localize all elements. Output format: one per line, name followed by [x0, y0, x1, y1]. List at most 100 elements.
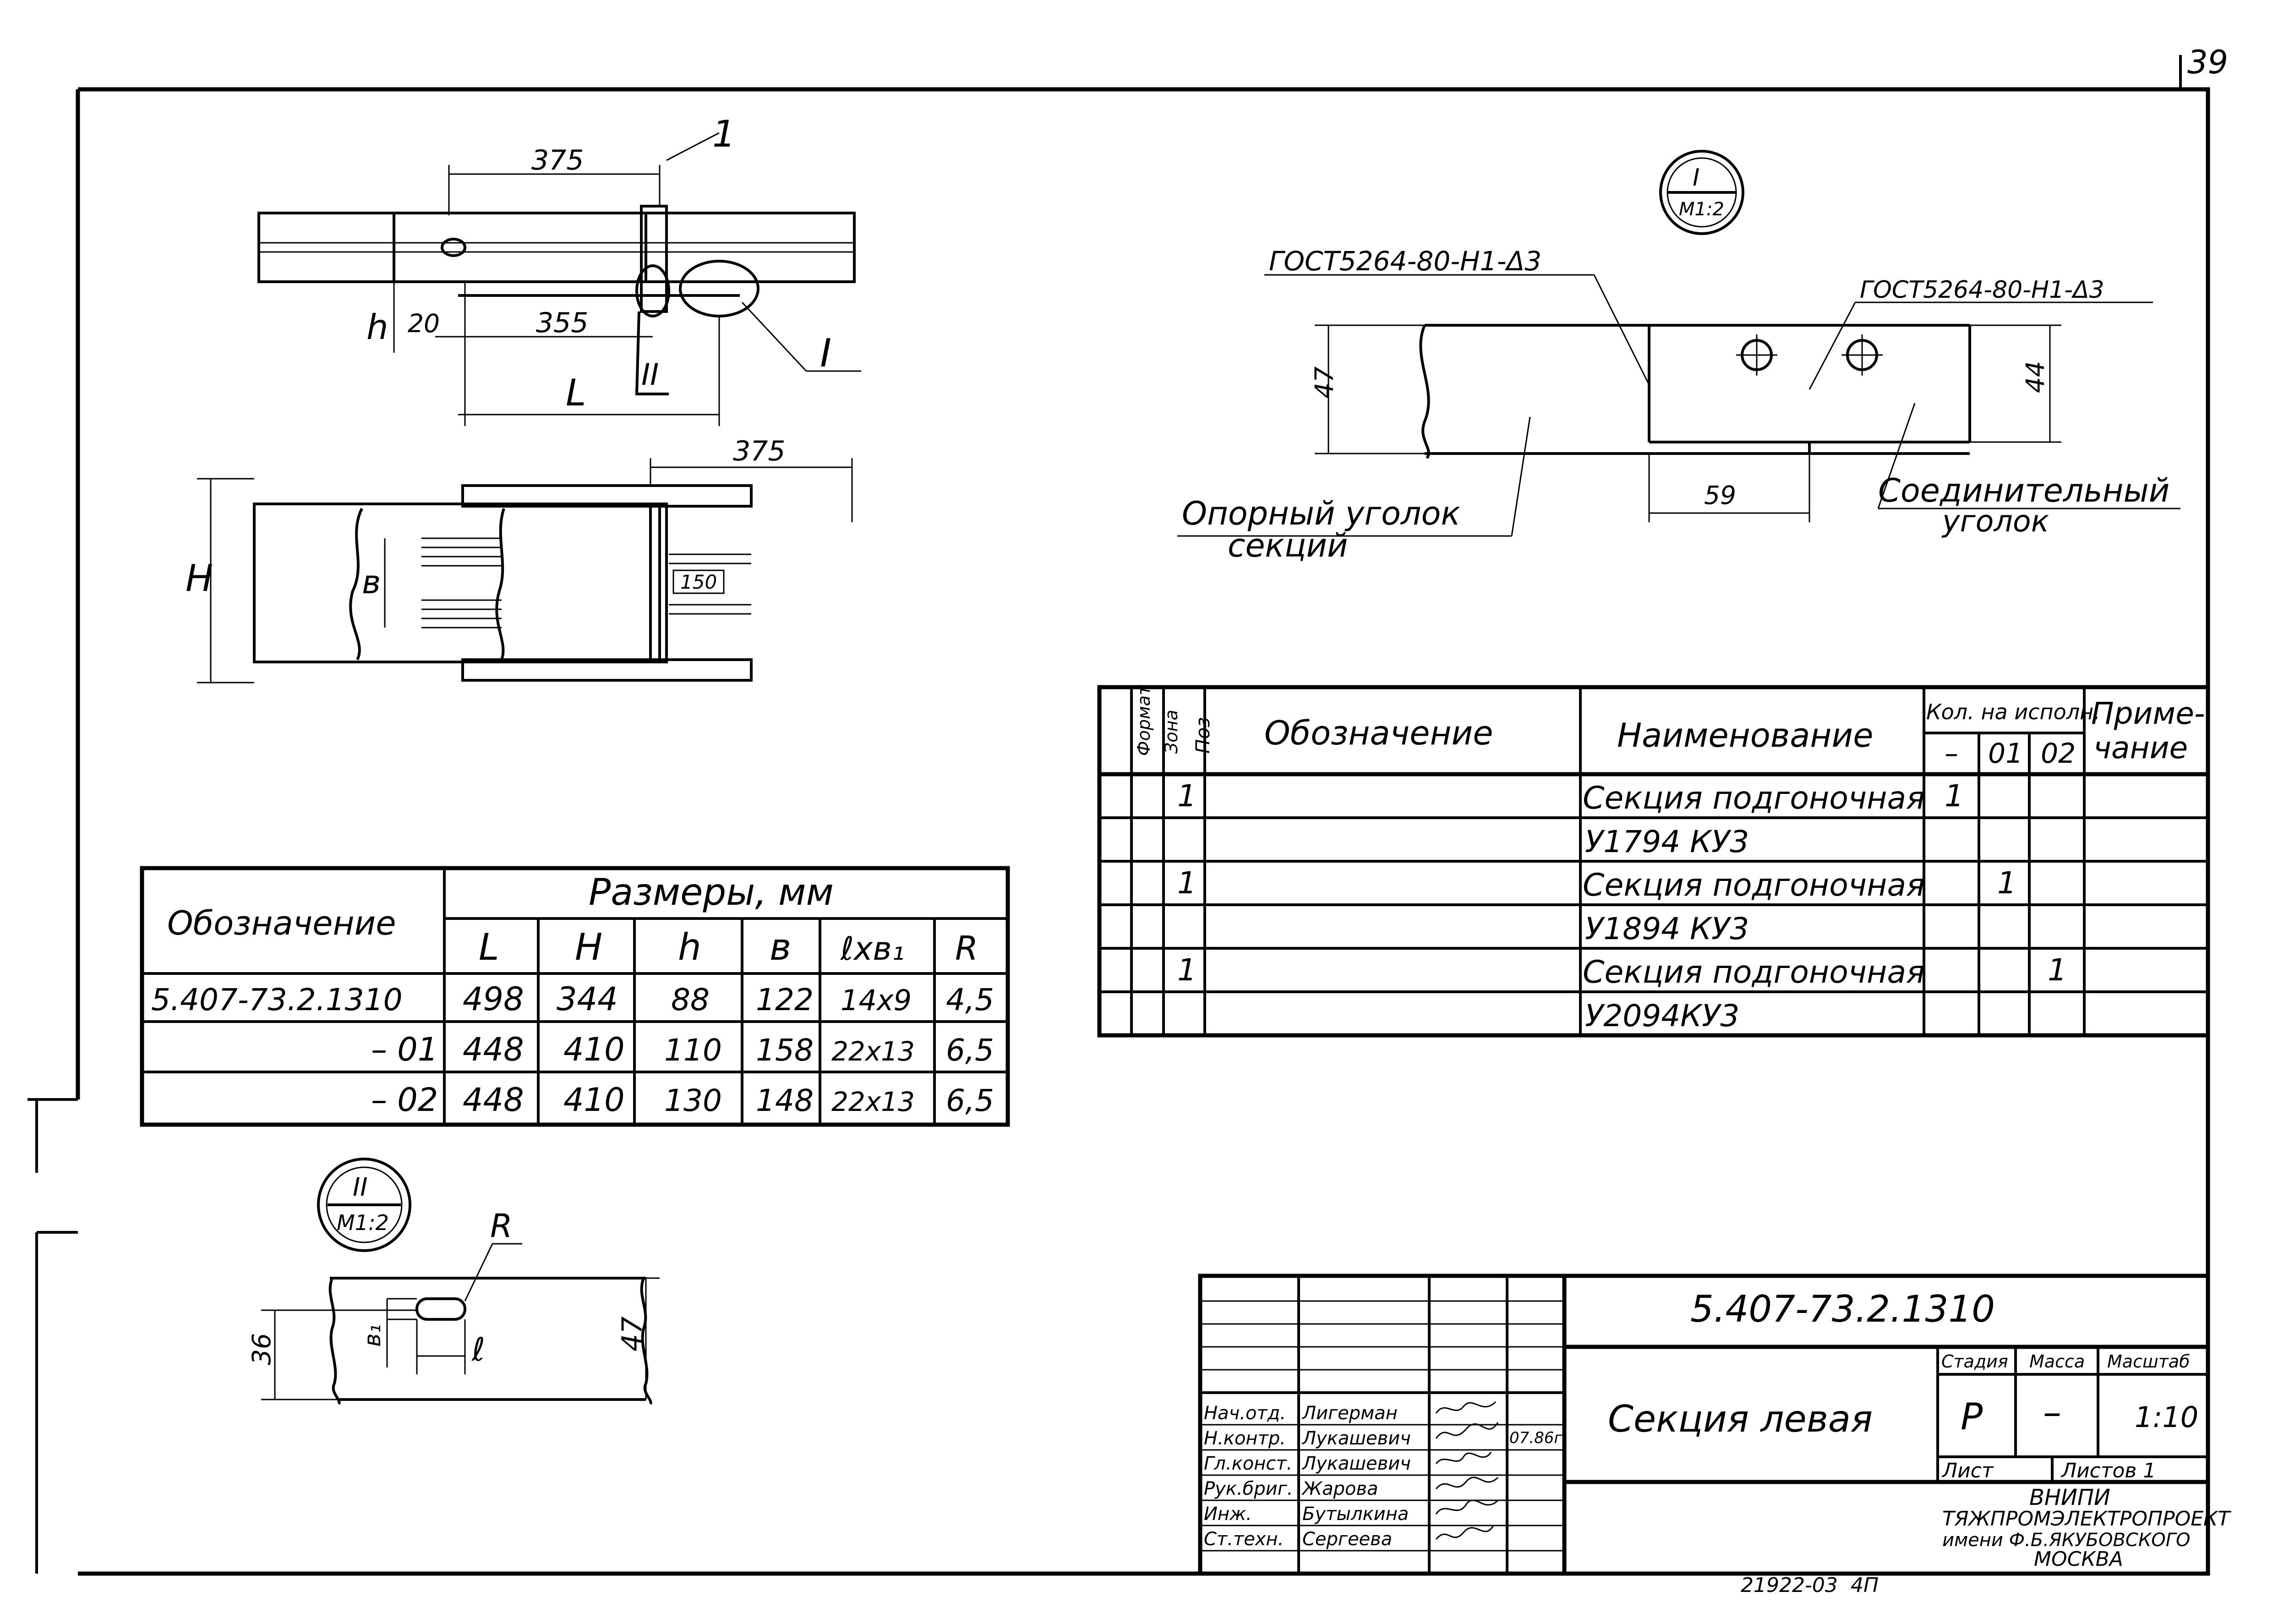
spec-h-qty: Кол. на исполн.	[1926, 700, 2100, 724]
title-block	[1198, 1274, 2210, 1576]
spec-h-note-2: чание	[2093, 730, 2188, 766]
spec-row-1-pos: 1	[1177, 865, 1197, 901]
dims-col-H: H	[575, 926, 602, 968]
tb-stage-value: Р	[1961, 1395, 1983, 1438]
tb-role-4: Инж.	[1204, 1504, 1252, 1525]
tb-role-0: Нач.отд.	[1204, 1403, 1286, 1424]
dims-row-1-R: 6,5	[946, 1033, 994, 1068]
spec-row-0-pos: 1	[1177, 778, 1197, 814]
spec-h-qty-2: 02	[2041, 738, 2076, 770]
front-dim-b: в	[362, 563, 381, 601]
spec-row-2-name: Секция подгоночная	[1583, 954, 1925, 990]
tb-name-5: Сергеева	[1302, 1529, 1392, 1550]
tb-sheet-label: Лист	[1941, 1459, 1994, 1482]
tb-org-1: ВНИПИ	[2029, 1485, 2110, 1510]
detail-II-dim-l: ℓ	[471, 1331, 485, 1368]
dims-col-R: R	[955, 929, 978, 968]
specification-table	[1097, 685, 2210, 1038]
dims-row-0-R: 4,5	[946, 982, 994, 1017]
dimensions-table	[140, 866, 1010, 1127]
spec-row-2-qty: 1	[2048, 952, 2067, 988]
spec-h-zone: Зона	[1161, 710, 1181, 754]
dims-row-2-lb1: 22x13	[831, 1086, 915, 1117]
top-dim-355: 355	[536, 307, 589, 339]
spec-h-pos: Поз	[1191, 717, 1214, 754]
tb-name-1: Лукашевич	[1301, 1428, 1411, 1449]
detail-II-view	[261, 1158, 660, 1405]
top-callout-1: 1	[712, 113, 736, 155]
detail-I-dim-47: 47	[1310, 366, 1339, 399]
spec-h-qty-1: 01	[1988, 738, 2023, 770]
tb-org-2: ТЯЖПРОМЭЛЕКТРОПРОЕКТ	[1942, 1507, 2231, 1531]
dims-row-1-L: 448	[463, 1031, 524, 1068]
dims-row-0-H: 344	[557, 980, 618, 1018]
top-dim-h: h	[366, 307, 388, 347]
spec-h-designation: Обозначение	[1264, 714, 1493, 752]
spec-row-2-pos: 1	[1177, 952, 1197, 988]
spec-h-format: Формат	[1134, 684, 1154, 756]
detail-I-scale: М1:2	[1679, 199, 1724, 220]
label-connect-angle-2: уголок	[1941, 504, 2049, 539]
top-callout-I: I	[820, 331, 831, 376]
tb-role-1: Н.контр.	[1204, 1428, 1286, 1449]
tb-name-2: Лукашевич	[1301, 1453, 1411, 1474]
dims-row-2-R: 6,5	[946, 1083, 994, 1118]
dims-row-0-h: 88	[671, 982, 710, 1017]
dims-row-2-h: 130	[664, 1083, 722, 1118]
tb-scale-label: Масштаб	[2107, 1351, 2190, 1372]
dims-col-L: L	[479, 926, 499, 968]
tb-sheets-label: Листов 1	[2060, 1459, 2156, 1482]
spec-h-qty-0: –	[1945, 738, 1958, 770]
detail-I-num: I	[1693, 164, 1699, 191]
detail-I-dim-44: 44	[2021, 361, 2050, 393]
front-dim-375: 375	[733, 435, 786, 467]
dims-row-1-lb1: 22x13	[831, 1036, 915, 1067]
bottom-suffix: 4П	[1851, 1574, 1879, 1597]
tb-org-3: имени Ф.Б.ЯКУБОВСКОГО	[1942, 1530, 2190, 1551]
front-dim-H: H	[186, 557, 213, 600]
top-dim-L: L	[566, 372, 586, 414]
tb-mass-value: –	[2043, 1391, 2061, 1433]
detail-II-dim-47: 47	[616, 1317, 648, 1351]
detail-II-dim-36: 36	[247, 1333, 276, 1365]
dims-row-2-designation: – 02	[371, 1081, 438, 1119]
top-view	[257, 132, 861, 426]
dims-row-0-L: 498	[463, 980, 524, 1018]
dims-header-designation: Обозначение	[167, 904, 396, 942]
signature-marks	[1435, 1401, 1499, 1540]
dims-header-sizes: Размеры, мм	[589, 871, 834, 913]
front-view	[197, 458, 853, 684]
label-support-angle-2: секций	[1228, 527, 1348, 564]
dims-row-2-H: 410	[563, 1081, 625, 1119]
front-dim-150: 150	[680, 571, 717, 593]
detail-II-dim-R: R	[490, 1207, 513, 1245]
dims-col-lb1: ℓxв₁	[840, 930, 905, 968]
dims-row-0-lb1: 14x9	[841, 984, 912, 1017]
tb-name-3: Жарова	[1301, 1478, 1378, 1499]
tb-name-4: Бутылкина	[1302, 1504, 1409, 1525]
sheet-number: 39	[2187, 44, 2228, 81]
tb-org-4: МОСКВА	[2034, 1547, 2123, 1571]
tb-role-2: Гл.конст.	[1204, 1453, 1292, 1474]
tb-title: Секция левая	[1608, 1398, 1873, 1440]
label-support-angle-1: Опорный уголок	[1182, 495, 1460, 532]
dims-row-1-h: 110	[664, 1033, 722, 1068]
dims-col-b: в	[770, 926, 791, 968]
spec-row-0-name: Секция подгоночная	[1583, 780, 1925, 816]
dims-row-2-L: 448	[463, 1081, 524, 1119]
detail-I-view	[1177, 150, 2180, 537]
dims-row-1-H: 410	[563, 1031, 625, 1068]
tb-date: 07.86г	[1509, 1429, 1563, 1447]
detail-II-dim-b1: в₁	[359, 1324, 386, 1347]
spec-h-name: Наименование	[1617, 716, 1874, 755]
detail-I-dim-59: 59	[1704, 481, 1736, 510]
top-dim-375: 375	[531, 144, 584, 176]
spec-h-note-1: Приме-	[2091, 696, 2205, 731]
tb-stage-label: Стадия	[1941, 1351, 2008, 1372]
dims-col-h: h	[678, 926, 701, 968]
tb-role-5: Ст.техн.	[1204, 1529, 1284, 1550]
tb-scale-value: 1:10	[2135, 1400, 2198, 1434]
tb-mass-label: Масса	[2029, 1351, 2085, 1372]
tb-name-0: Лигерман	[1301, 1403, 1398, 1424]
